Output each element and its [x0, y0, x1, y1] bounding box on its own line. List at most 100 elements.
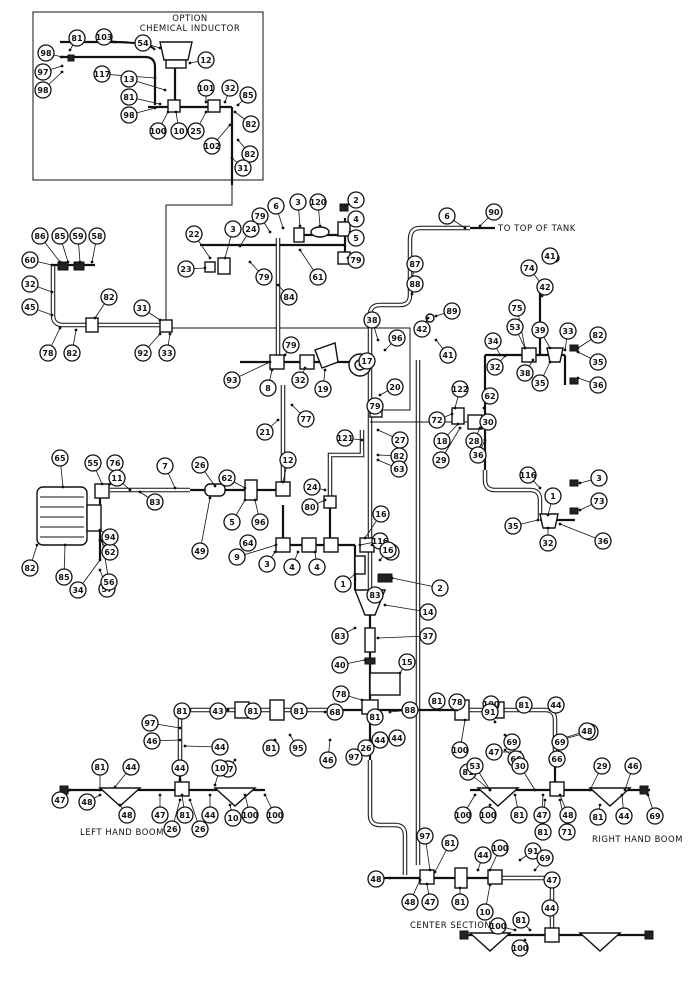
callout-circle — [95, 28, 113, 46]
part-callout: 81 — [534, 823, 552, 841]
callout-circle — [187, 122, 205, 140]
callout-number: 21 — [259, 428, 271, 437]
leader-arrow — [281, 480, 285, 484]
callout-number: 91 — [527, 847, 539, 856]
part-callout: 79 — [255, 268, 273, 286]
part-callout: 41 — [439, 346, 457, 364]
callout-circle — [541, 899, 559, 917]
callout-circle — [37, 44, 55, 62]
part-callout: 69 — [503, 733, 521, 751]
callout-number: 91 — [484, 708, 496, 717]
callout-number: 10 — [479, 908, 491, 917]
part-callout: 83 — [366, 586, 384, 604]
callout-circle — [512, 911, 530, 929]
part-callout: 46 — [624, 757, 642, 775]
callout-circle — [390, 460, 408, 478]
callout-number: 44 — [125, 763, 137, 772]
part-callout: 81 — [451, 893, 469, 911]
part-callout: 6 — [438, 207, 456, 225]
callout-circle — [309, 268, 327, 286]
callout-circle — [308, 558, 326, 576]
callout-circle — [78, 793, 96, 811]
callout-number: 44 — [550, 701, 562, 710]
callout-number: 117 — [94, 70, 111, 79]
inductor-hopper — [159, 41, 193, 61]
leader-arrow — [98, 793, 102, 797]
part-callout: 66 — [548, 750, 566, 768]
part-callout: 14 — [419, 603, 437, 621]
callout-circle — [358, 352, 376, 370]
part-callout: 2 — [347, 191, 365, 209]
callout-number: 98 — [123, 111, 135, 120]
callout-number: 40 — [334, 661, 346, 670]
part-callout: 76 — [106, 454, 124, 472]
leader-arrow — [428, 868, 432, 872]
part-callout: 30 — [511, 757, 529, 775]
callout-circle — [486, 358, 504, 376]
callout-circle — [428, 411, 446, 429]
callout-circle — [191, 820, 209, 838]
callout-circle — [100, 288, 118, 306]
leader-arrow — [208, 256, 212, 260]
part-callout: 62 — [481, 387, 499, 405]
part-callout: 26 — [163, 820, 181, 838]
callout-number: 85 — [54, 232, 66, 241]
callout-circle — [511, 757, 529, 775]
callout-number: 82 — [592, 331, 603, 340]
callout-circle — [558, 823, 576, 841]
callout-circle — [347, 191, 365, 209]
callout-circle — [331, 656, 349, 674]
callout-number: 1 — [550, 492, 556, 501]
part-callout: 26 — [191, 820, 209, 838]
part-callout: 39 — [531, 321, 549, 339]
part-callout: 44 — [388, 729, 406, 747]
callout-number: 79 — [369, 402, 381, 411]
callout-circle — [282, 336, 300, 354]
callout-number: 61 — [312, 273, 324, 282]
callout-circle — [21, 559, 39, 577]
callout-circle — [197, 79, 215, 97]
part-callout: 86 — [31, 227, 49, 245]
callout-number: 30 — [482, 418, 494, 427]
part-callout: 79 — [282, 336, 300, 354]
callout-circle — [421, 893, 439, 911]
callout-number: 100 — [267, 811, 284, 820]
callout-circle — [539, 534, 557, 552]
leader-arrow — [418, 878, 422, 882]
callout-circle — [520, 259, 538, 277]
callout-leader — [199, 497, 211, 552]
callout-number: 37 — [422, 632, 433, 641]
callout-number: 72 — [431, 416, 442, 425]
leader-arrow — [398, 671, 402, 675]
callout-number: 34 — [487, 337, 499, 346]
callout-circle — [516, 364, 534, 382]
leader-arrow — [288, 733, 292, 737]
leader-arrow — [236, 138, 240, 142]
part-callout: 71 — [558, 823, 576, 841]
part-callout: 75 — [508, 299, 526, 317]
part-callout: 97 — [34, 63, 52, 81]
callout-circle — [100, 573, 118, 591]
leader-arrow — [388, 710, 392, 714]
leader-arrow — [158, 332, 162, 336]
part-callout: 69 — [551, 733, 569, 751]
callout-number: 32 — [24, 280, 35, 289]
part-callout: 81 — [244, 702, 262, 720]
part-callout: 32 — [486, 358, 504, 376]
callout-number: 46 — [627, 762, 639, 771]
part-callout: 82 — [63, 344, 81, 362]
part-callout: 60 — [21, 251, 39, 269]
part-callout: 28 — [465, 432, 483, 450]
callout-circle — [143, 732, 161, 750]
leader-arrow — [323, 498, 327, 502]
part-callout: 4 — [283, 558, 301, 576]
leader-arrow — [233, 110, 237, 114]
callout-number: 6 — [444, 212, 450, 221]
leader-arrow — [558, 798, 562, 802]
part-callout: 47 — [485, 743, 503, 761]
leader-arrow — [183, 744, 187, 748]
part-callout: 81 — [515, 696, 533, 714]
leader-arrow — [434, 314, 438, 318]
part-callout: 81 — [512, 911, 530, 929]
callout-number: 5 — [229, 518, 235, 527]
